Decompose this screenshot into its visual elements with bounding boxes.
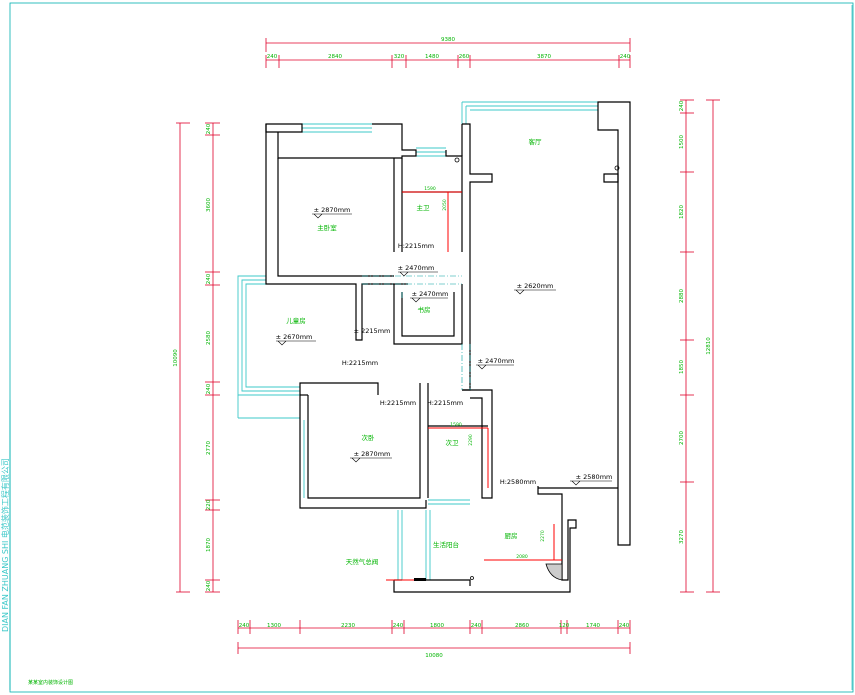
left-dim-5: 240 — [206, 383, 212, 394]
bottom-dim-2: 1300 — [267, 623, 281, 629]
right-dim-4: 2880 — [679, 289, 685, 303]
top-dim-3: 320 — [394, 54, 405, 60]
top-dim-6: 3870 — [537, 54, 551, 60]
bottom-dim-10: 240 — [619, 623, 630, 629]
left-dim-9: 240 — [206, 580, 212, 591]
gas-valve-label: 天然气总阀 — [346, 557, 379, 566]
drain-icon — [470, 576, 474, 580]
master-bath-height: H:2215mm — [398, 242, 434, 250]
study-name: 书房 — [418, 305, 431, 314]
wall-fills — [414, 578, 426, 581]
right-dim-7: 3270 — [679, 530, 685, 544]
right-dim-3: 1820 — [679, 205, 685, 219]
aux-lines — [362, 275, 471, 390]
drawing-frame — [9, 2, 854, 693]
bottom-dim-6: 240 — [471, 623, 482, 629]
right-dim-2: 1500 — [679, 135, 685, 149]
living-room-name: 客厅 — [529, 137, 543, 146]
right-dim-6: 2700 — [679, 431, 685, 445]
bedroom2-h-label: H:2215mm — [380, 399, 416, 407]
left-dimension-chain — [176, 122, 220, 593]
bath2-height: H:2215mm — [427, 399, 463, 407]
bedroom2-height: ± 2870mm — [354, 450, 391, 458]
bedroom2-name: 次卧 — [362, 433, 376, 442]
top-total-dim: 9380 — [441, 37, 455, 43]
bottom-dim-8: 120 — [559, 623, 570, 629]
bottom-dim-9: 1740 — [586, 623, 600, 629]
right-dim-5: 1850 — [679, 360, 685, 374]
bottom-dim-1: 240 — [239, 623, 250, 629]
bottom-dimension-chain — [237, 620, 631, 654]
bath2-name: 次卫 — [446, 438, 460, 447]
corridor-height2: ± 2470mm — [478, 357, 515, 365]
bath2-depth: 2290 — [468, 434, 474, 446]
master-bedroom-height: ± 2870mm — [314, 206, 351, 214]
left-dim-3: 240 — [206, 273, 212, 284]
left-dim-6: 2770 — [206, 441, 212, 455]
corridor-height: H:2215mm — [342, 359, 378, 367]
kitchen-height: H:2580mm — [500, 478, 536, 486]
master-bath-depth: 2050 — [442, 199, 448, 211]
bottom-dim-5: 1800 — [430, 623, 444, 629]
left-dim-2: 3600 — [206, 198, 212, 212]
left-total-dim: 10090 — [173, 349, 179, 367]
child-room-height: ± 2670mm — [276, 333, 313, 341]
dining-height: ± 2580mm — [576, 473, 613, 481]
top-dimension-chain — [265, 38, 631, 68]
master-bedroom-name: 主卧室 — [317, 223, 337, 232]
bottom-dim-3: 2230 — [341, 623, 355, 629]
red-dimension-marks — [386, 191, 562, 581]
corner-sink-icon — [545, 563, 563, 581]
drain-icon — [614, 165, 620, 171]
windows — [237, 101, 598, 580]
left-dim-4: 2580 — [206, 331, 212, 345]
left-dim-8: 1870 — [206, 538, 212, 552]
walls — [265, 101, 631, 593]
study-upper-height: ± 2470mm — [398, 264, 435, 272]
kitchen-width: 2080 — [516, 554, 528, 560]
left-dim-1: 240 — [206, 123, 212, 134]
level-marker-icons — [276, 213, 612, 486]
company-vertical-title: DIAN FAN ZHUANG SHI 电范装饰工程有限公司 — [0, 458, 10, 632]
child-room-name: 儿童房 — [286, 316, 306, 325]
master-bath-name: 主卫 — [417, 203, 431, 212]
bath2-width: 1590 — [450, 422, 462, 428]
top-dim-1: 240 — [267, 54, 278, 60]
kitchen-name: 厨房 — [505, 531, 518, 540]
drain-icon — [454, 157, 460, 163]
top-dim-4: 1480 — [425, 54, 439, 60]
right-dimension-chain — [680, 99, 720, 593]
balcony-name: 生活阳台 — [433, 540, 459, 549]
left-dim-7: 220 — [206, 499, 212, 510]
bottom-caption: 某某室内装饰设计图 — [28, 679, 73, 686]
top-dim-7: 240 — [620, 54, 631, 60]
living-height: ± 2620mm — [517, 282, 554, 290]
bottom-dim-7: 2860 — [515, 623, 529, 629]
bottom-dim-4: 240 — [393, 623, 404, 629]
master-bath-width: 1590 — [424, 186, 436, 192]
bottom-total-dim: 10080 — [425, 653, 443, 659]
study-height: ± 2470mm — [412, 290, 449, 298]
kitchen-side: 2270 — [540, 530, 546, 542]
top-dim-5: 260 — [459, 54, 470, 60]
top-dim-2: 2840 — [328, 54, 342, 60]
right-total-dim: 12810 — [706, 337, 712, 355]
fixtures — [454, 157, 620, 581]
right-dim-1: 240 — [679, 100, 685, 111]
child-room-height2: ± 2215mm — [354, 327, 391, 335]
